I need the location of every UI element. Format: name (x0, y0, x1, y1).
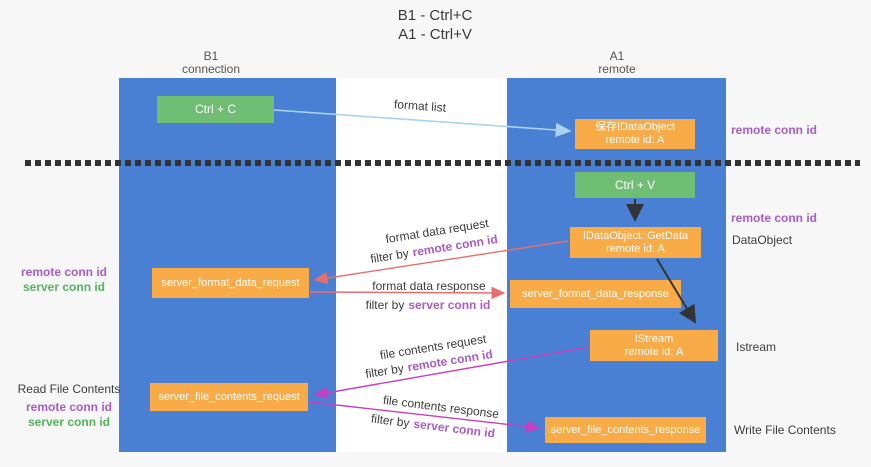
filter-by-text: filter by (365, 298, 405, 312)
save-dataobject-line2: remote id: A (605, 134, 665, 146)
format-data-response-label: format data response (372, 279, 486, 293)
left-conn-id-group-1: remote conn id server conn id (12, 265, 116, 295)
ctrl-c-box: Ctrl + C (157, 96, 274, 123)
title-line-2: A1 - Ctrl+V (398, 26, 472, 43)
server-file-contents-response-label: server_file_contents_response (550, 423, 701, 436)
dataobject-label: DataObject (732, 233, 793, 247)
remote-conn-id-right-top: remote conn id (731, 123, 818, 137)
server-file-contents-request-label: server_file_contents_request (158, 390, 300, 403)
server-file-contents-request-box: server_file_contents_request (150, 383, 308, 411)
server-format-data-response-label: server_format_data_response (522, 287, 669, 300)
save-dataobject-line1: 保存IDataObject (594, 121, 676, 133)
istream-side-label: Istream (736, 340, 777, 354)
istream-box: IStream remote id: A (590, 330, 718, 361)
server-conn-id-left-1: server conn id (22, 280, 106, 294)
lane-header-a1: A1 remote (557, 50, 677, 76)
lane-header-b1: B1 connection (151, 50, 271, 76)
istream-line1: IStream (634, 332, 674, 345)
write-file-contents-label: Write File Contents (734, 423, 836, 437)
server-conn-id-left-2: server conn id (27, 415, 111, 429)
page-title: B1 - Ctrl+C A1 - Ctrl+V (330, 6, 540, 44)
getdata-line1: IDataObject::GetData (582, 229, 689, 242)
getdata-line2: remote id: A (606, 242, 665, 255)
filter-id-text: server conn id (408, 298, 491, 312)
server-format-data-response-box: server_format_data_response (510, 280, 681, 308)
remote-conn-id-right-mid: remote conn id (731, 211, 818, 225)
remote-conn-id-left-1: remote conn id (20, 265, 107, 279)
lane-b1-subtitle: connection (181, 62, 241, 76)
remote-conn-id-left-2: remote conn id (25, 400, 112, 414)
getdata-box: IDataObject::GetData remote id: A (570, 227, 701, 258)
istream-line2: remote id: A (624, 345, 684, 358)
ctrl-v-box: Ctrl + V (575, 172, 695, 198)
lane-gap-panel (336, 78, 507, 452)
read-file-contents-label: Read File Contents (17, 382, 121, 396)
ctrl-c-label: Ctrl + C (194, 102, 236, 116)
lane-a1-subtitle: remote (598, 62, 636, 76)
ctrl-v-label: Ctrl + V (614, 177, 656, 192)
lane-b1-title: B1 (203, 49, 219, 63)
lane-a1-title: A1 (609, 49, 625, 63)
server-file-contents-response-box: server_file_contents_response (545, 417, 706, 443)
save-dataobject-box: 保存IDataObject remote id: A (575, 119, 695, 149)
title-line-1: B1 - Ctrl+C (397, 7, 473, 24)
left-conn-id-group-2: Read File Contents remote conn id server… (14, 382, 124, 430)
server-format-data-request-box: server_format_data_request (152, 268, 309, 298)
server-format-data-request-label: server_format_data_request (161, 276, 300, 289)
